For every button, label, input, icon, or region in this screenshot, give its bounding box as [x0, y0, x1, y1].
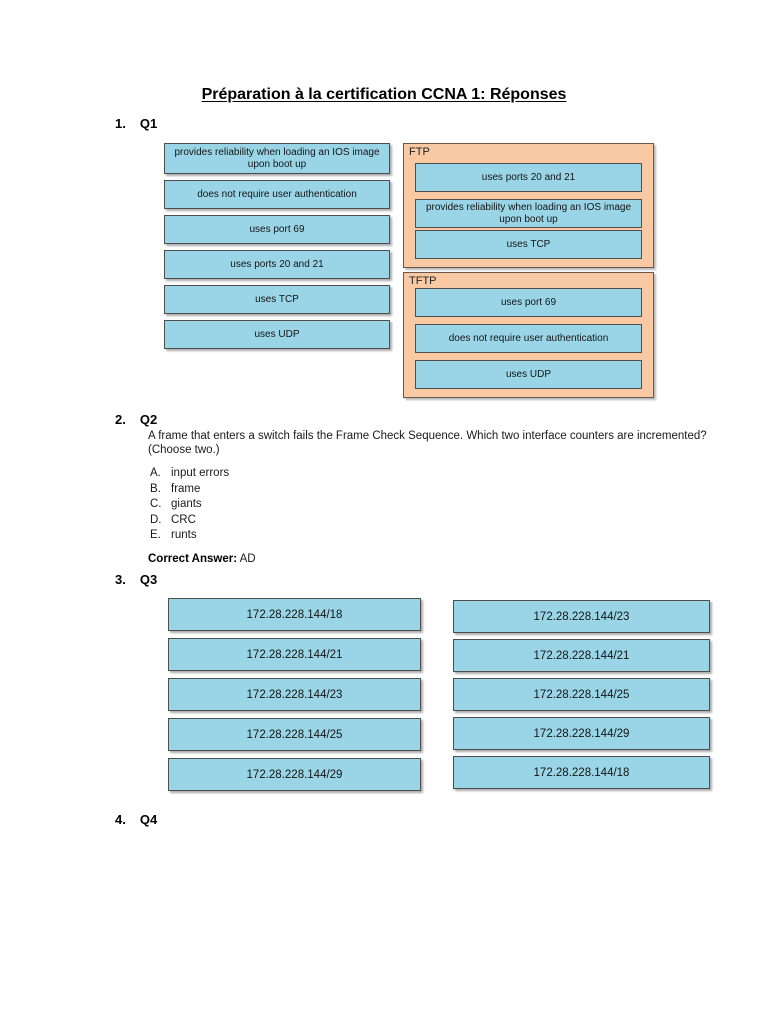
q2-question: A frame that enters a switch fails the F… — [148, 429, 748, 457]
q3-left-item: 172.28.228.144/21 — [168, 638, 421, 671]
q3-right-item: 172.28.228.144/21 — [453, 639, 710, 672]
q3-label: Q3 — [139, 572, 158, 587]
q2-choice-text: giants — [171, 498, 202, 510]
q1-ftp-item: provides reliability when loading an IOS… — [415, 199, 642, 228]
q1-ftp-panel-label: FTP — [409, 146, 430, 158]
q2-choice: D. CRC — [150, 514, 450, 526]
q2-choice: C. giants — [150, 498, 450, 510]
q2-choices: A. input errors B. frame C. giants D. CR… — [150, 467, 450, 545]
q2-choice-text: input errors — [171, 467, 230, 479]
q2-choice: A. input errors — [150, 467, 450, 479]
q2-choice: B. frame — [150, 483, 450, 495]
q2-answer-label: Correct Answer: — [148, 553, 238, 565]
q2-number: 2. — [115, 412, 126, 427]
q1-ftp-panel: FTP uses ports 20 and 21 provides reliab… — [403, 143, 654, 268]
page-title: Préparation à la certification CCNA 1: R… — [201, 86, 567, 103]
q1-tftp-item: uses UDP — [415, 360, 642, 389]
q1-source-item: uses TCP — [164, 285, 390, 314]
q1-tftp-panel: TFTP uses port 69 does not require user … — [403, 272, 654, 398]
q3-header: 3. Q3 — [115, 572, 157, 587]
q2-header: 2. Q2 — [115, 412, 157, 427]
q2-choice-letter: A. — [150, 467, 161, 479]
q3-right-item: 172.28.228.144/29 — [453, 717, 710, 750]
q2-correct-answer: Correct Answer: AD — [148, 553, 256, 565]
q1-source-item: uses ports 20 and 21 — [164, 250, 390, 279]
q3-right-item: 172.28.228.144/23 — [453, 600, 710, 633]
q4-label: Q4 — [139, 812, 158, 827]
q1-number: 1. — [115, 116, 126, 131]
q2-choice-letter: E. — [150, 529, 161, 541]
q2-question-line1: A frame that enters a switch fails the F… — [148, 430, 707, 442]
q1-tftp-item: uses port 69 — [415, 288, 642, 317]
q1-source-column: provides reliability when loading an IOS… — [164, 143, 390, 349]
q1-tftp-panel-label: TFTP — [409, 275, 437, 287]
q3-left-item: 172.28.228.144/23 — [168, 678, 421, 711]
q2-choice: E. runts — [150, 529, 450, 541]
q4-number: 4. — [115, 812, 126, 827]
q1-header: 1. Q1 — [115, 116, 157, 131]
q2-choice-text: runts — [171, 529, 197, 541]
q1-source-item: uses port 69 — [164, 215, 390, 244]
q3-left-item: 172.28.228.144/29 — [168, 758, 421, 791]
q3-right-item: 172.28.228.144/18 — [453, 756, 710, 789]
q3-number: 3. — [115, 572, 126, 587]
q1-label: Q1 — [139, 116, 158, 131]
q3-right-column: 172.28.228.144/23 172.28.228.144/21 172.… — [453, 600, 710, 789]
q1-source-item: does not require user authentication — [164, 180, 390, 209]
q2-choice-text: frame — [171, 482, 201, 495]
q4-header: 4. Q4 — [115, 812, 157, 827]
q3-right-item: 172.28.228.144/25 — [453, 678, 710, 711]
q2-answer-value: AD — [239, 553, 256, 565]
q2-choice-letter: D. — [150, 513, 162, 526]
q3-left-item: 172.28.228.144/25 — [168, 718, 421, 751]
q2-label: Q2 — [139, 412, 158, 427]
q1-ftp-item: uses ports 20 and 21 — [415, 163, 642, 192]
q1-source-item: uses UDP — [164, 320, 390, 349]
q3-left-column: 172.28.228.144/18 172.28.228.144/21 172.… — [168, 598, 421, 791]
q2-choice-letter: B. — [150, 482, 161, 495]
q1-ftp-item: uses TCP — [415, 230, 642, 259]
q3-left-item: 172.28.228.144/18 — [168, 598, 421, 631]
q1-tftp-item: does not require user authentication — [415, 324, 642, 353]
q2-choice-letter: C. — [150, 498, 162, 510]
q1-source-item: provides reliability when loading an IOS… — [164, 143, 390, 174]
q2-question-line2: (Choose two.) — [148, 444, 220, 456]
q2-choice-text: CRC — [171, 513, 196, 526]
